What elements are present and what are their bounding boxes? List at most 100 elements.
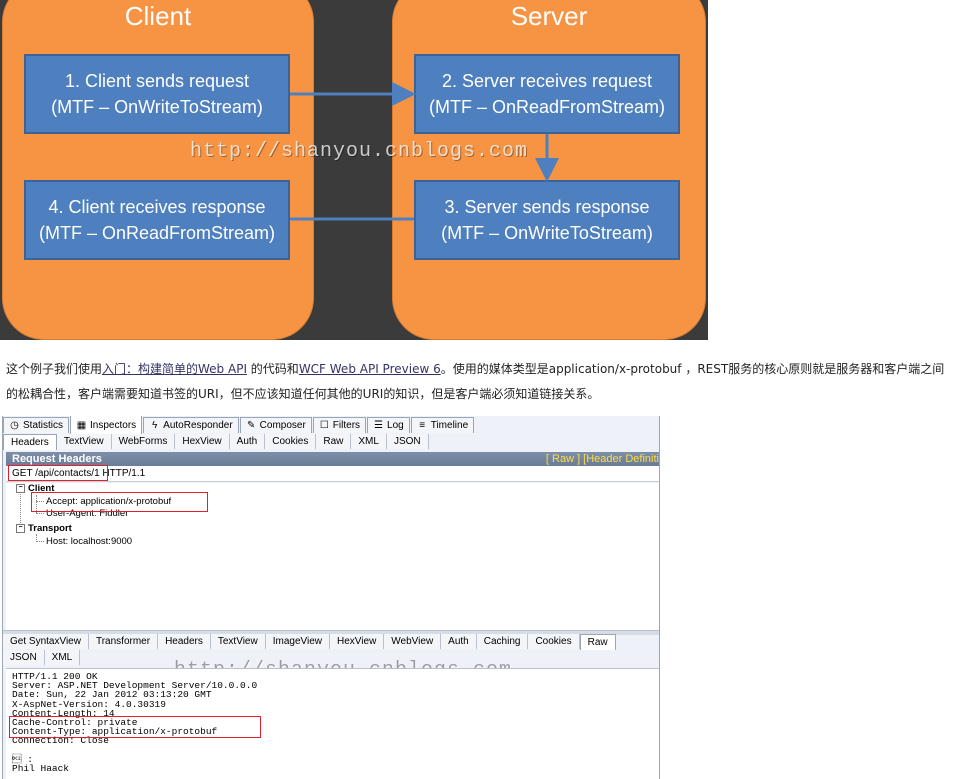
tab-autoresponder[interactable]: ϟ AutoResponder bbox=[143, 417, 239, 433]
request-tab-xml[interactable]: XML bbox=[351, 434, 387, 449]
request-tab-auth[interactable]: Auth bbox=[229, 434, 266, 449]
client-title: Client bbox=[124, 1, 192, 31]
tab-label: Statistics bbox=[23, 420, 64, 431]
tab-timeline[interactable]: ≡ Timeline bbox=[410, 417, 475, 433]
response-tab-cookies[interactable]: Cookies bbox=[528, 634, 580, 649]
tab-label: Inspectors bbox=[90, 419, 137, 431]
link-getting-started-web-api[interactable]: 入门：构建简单的Web API bbox=[102, 362, 247, 376]
response-tab-hexview[interactable]: HexView bbox=[330, 634, 385, 649]
collapse-icon[interactable]: − bbox=[16, 523, 25, 533]
tree-item-user-agent[interactable]: User-Agent: Fiddler bbox=[46, 508, 129, 519]
response-line: Content-Type: application/x-protobuf bbox=[12, 726, 218, 738]
request-tab-textview[interactable]: TextView bbox=[56, 434, 112, 449]
tab-label: AutoResponder bbox=[163, 420, 233, 431]
step-label: 4. Client receives response bbox=[48, 197, 266, 217]
request-tab-json[interactable]: JSON bbox=[386, 434, 429, 449]
step-method: (MTF – OnReadFromStream) bbox=[428, 97, 666, 117]
response-line:  : bbox=[12, 753, 33, 765]
request-headers-bar: Request Headers [ Raw ] [Header Definiti bbox=[6, 452, 659, 466]
watermark-text: http://shanyou.cnblogs.com bbox=[190, 140, 529, 163]
step-label: 1. Client sends request bbox=[64, 71, 250, 91]
tab-label: Log bbox=[387, 420, 404, 431]
paragraph-text: 这个例子我们使用 bbox=[6, 362, 103, 376]
request-line-text: GET /api/contacts/1 HTTP/1.1 bbox=[12, 468, 146, 479]
fiddler-top-tabs: ◷ Statistics ▦Inspectors ϟ AutoResponder ✎Com… bbox=[3, 416, 475, 434]
response-line: Server: ASP.NET Development Server/10.0.… bbox=[12, 680, 258, 692]
step-server-sends-response: 3. Server sends response (MTF – OnWriteT… bbox=[414, 180, 680, 260]
response-line: Content-Length: 14 bbox=[12, 707, 115, 719]
request-tab-headers[interactable]: Headers bbox=[3, 434, 57, 450]
log-icon: ☰ bbox=[374, 420, 384, 431]
response-line: Connection: Close bbox=[12, 735, 109, 747]
tree-group-label: Transport bbox=[28, 523, 72, 534]
header-links[interactable]: [ Raw ] [Header Definiti bbox=[545, 453, 659, 465]
flow-arrows bbox=[290, 82, 559, 221]
fiddler-inspector-window: ◷ Statistics ▦Inspectors ϟ AutoResponder ✎Com… bbox=[2, 416, 660, 779]
step-label: 2. Server receives request bbox=[441, 71, 653, 91]
server-title: Server bbox=[510, 1, 588, 31]
tree-group-client[interactable]: −Client bbox=[16, 483, 54, 495]
response-tab-headers[interactable]: Headers bbox=[158, 634, 211, 649]
step-client-receives-response: 4. Client receives response (MTF – OnRea… bbox=[24, 180, 290, 260]
paragraph-text: 的代码和 bbox=[246, 362, 299, 376]
request-tab-raw[interactable]: Raw bbox=[316, 434, 352, 449]
tree-group-transport[interactable]: −Transport bbox=[16, 523, 72, 535]
inspectors-icon: ▦ bbox=[76, 419, 87, 431]
response-tab-webview[interactable]: WebView bbox=[384, 634, 442, 649]
step-label: 3. Server sends response bbox=[444, 197, 650, 217]
tab-label: Filters bbox=[332, 420, 361, 431]
response-tab-textview[interactable]: TextView bbox=[210, 634, 266, 649]
request-tab-hexview[interactable]: HexView bbox=[175, 434, 230, 449]
response-tab-get-syntaxview[interactable]: Get SyntaxView bbox=[3, 634, 89, 649]
step-client-sends-request: 1. Client sends request (MTF – OnWriteTo… bbox=[24, 54, 290, 134]
tree-item-host[interactable]: Host: localhost:9000 bbox=[46, 536, 133, 547]
request-headers-title: Request Headers bbox=[12, 453, 102, 465]
collapse-icon[interactable]: − bbox=[16, 483, 25, 493]
request-tab-webforms[interactable]: WebForms bbox=[111, 434, 176, 449]
link-wcf-web-api-preview[interactable]: WCF Web API Preview 6 bbox=[298, 362, 441, 376]
highlight-request-line bbox=[8, 465, 108, 481]
tab-inspectors[interactable]: ▦Inspectors bbox=[70, 416, 143, 434]
lightning-icon: ϟ bbox=[152, 420, 158, 431]
tab-composer[interactable]: ✎Composer bbox=[239, 417, 312, 433]
response-line: X-AspNet-Version: 4.0.30319 bbox=[12, 698, 166, 710]
step-method: (MTF – OnWriteToStream) bbox=[441, 223, 653, 243]
tree-group-label: Client bbox=[28, 483, 55, 494]
timeline-icon: ≡ bbox=[419, 420, 426, 431]
highlight-content-type bbox=[9, 716, 261, 738]
client-server-diagram: Client Server 1. Client sends request (M… bbox=[0, 0, 708, 340]
article-paragraph: 这个例子我们使用入门：构建简单的Web API 的代码和WCF Web API … bbox=[6, 357, 954, 407]
step-server-receives-request: 2. Server receives request (MTF – OnRead… bbox=[414, 54, 680, 134]
checkbox-icon: ☐ bbox=[319, 420, 329, 431]
step-method: (MTF – OnReadFromStream) bbox=[38, 223, 276, 243]
response-tab-caching[interactable]: Caching bbox=[476, 634, 529, 649]
response-line: Phil Haack bbox=[12, 763, 70, 775]
response-line: Date: Sun, 22 Jan 2012 03:13:20 GMT bbox=[12, 689, 212, 701]
paragraph-text: 。使用的媒体类型是application/x-protobuf ，REST服务的… bbox=[6, 362, 945, 401]
pane-splitter[interactable] bbox=[3, 630, 659, 635]
tab-log[interactable]: ☰Log bbox=[367, 417, 410, 433]
step-method: (MTF – OnWriteToStream) bbox=[51, 97, 263, 117]
request-tab-cookies[interactable]: Cookies bbox=[265, 434, 317, 449]
tree-item-accept[interactable]: Accept: application/x-protobuf bbox=[46, 496, 172, 507]
tab-statistics[interactable]: ◷ Statistics bbox=[3, 417, 70, 433]
highlight-accept-header bbox=[31, 492, 208, 512]
response-tab-auth[interactable]: Auth bbox=[441, 634, 477, 649]
tab-label: Timeline bbox=[430, 420, 469, 431]
stopwatch-icon: ◷ bbox=[10, 420, 19, 431]
response-line: HTTP/1.1 200 OK bbox=[12, 671, 98, 682]
pencil-icon: ✎ bbox=[246, 420, 256, 431]
response-tab-transformer[interactable]: Transformer bbox=[88, 634, 159, 649]
tab-label: Composer bbox=[259, 420, 306, 431]
response-tab-imageview[interactable]: ImageView bbox=[265, 634, 331, 649]
request-line: GET /api/contacts/1 HTTP/1.1 bbox=[6, 466, 659, 482]
response-line bbox=[12, 746, 659, 755]
response-tab-raw[interactable]: Raw bbox=[579, 634, 616, 650]
response-tab-xml[interactable]: XML bbox=[44, 650, 81, 665]
response-tab-json[interactable]: JSON bbox=[3, 650, 45, 665]
tab-filters[interactable]: ☐Filters bbox=[312, 417, 367, 433]
